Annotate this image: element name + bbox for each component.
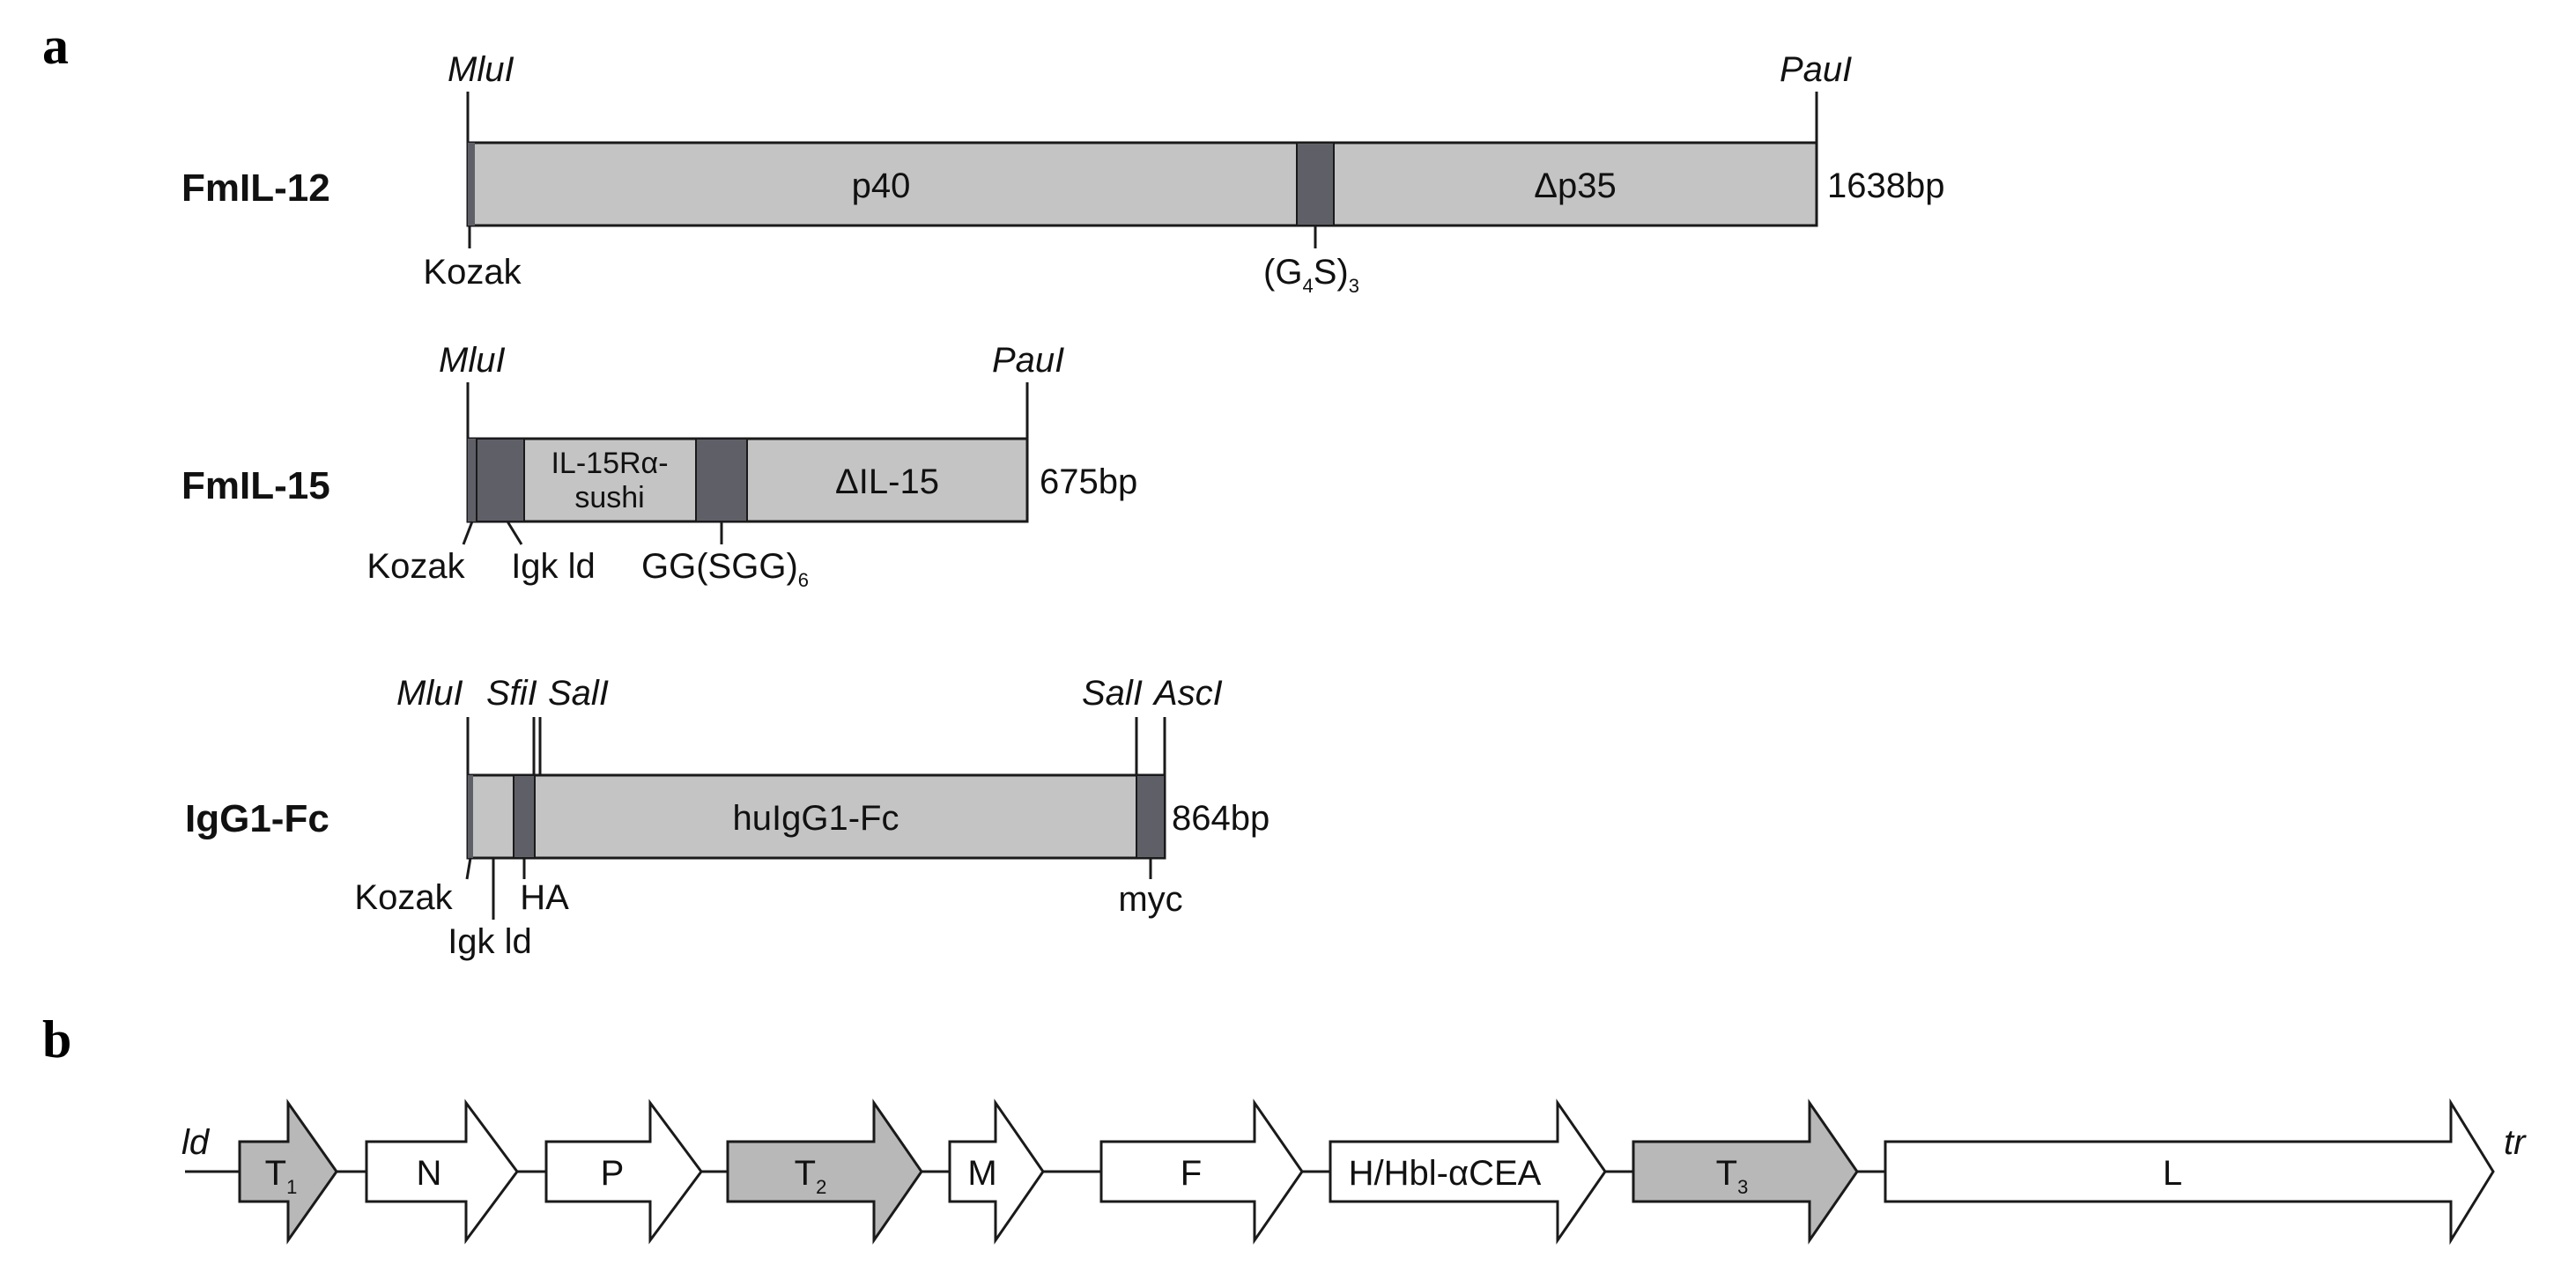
gene-label-n: N [417, 1154, 442, 1193]
genome-right-end: tr [2504, 1123, 2527, 1162]
igg-site-sali-right: SalI [1082, 674, 1143, 713]
fmil12-seg-p40: p40 [852, 166, 911, 205]
igg-site-sfii: SfiI [486, 674, 537, 713]
igg-bar [466, 773, 1166, 860]
gene-label-p: P [601, 1154, 625, 1193]
igg-myc-label: myc [1118, 880, 1182, 919]
gene-label-l: L [2163, 1154, 2182, 1193]
fmil12-kozak-label: Kozak [423, 253, 522, 292]
fmil12-name: FmIL-12 [181, 166, 330, 210]
fmil15-linker-label: GG(SGG)6 [641, 547, 809, 591]
construct-igg1fc: IgG1-Fc MluI SfiI SalI SalI AscI huIgG1-… [185, 674, 1269, 961]
igg-kozak-seg [468, 775, 473, 858]
construct-fmil12: FmIL-12 MluI PauI p40 Δp35 1638bp Kozak … [181, 50, 1944, 297]
gene-arrow-t3 [1632, 1098, 1859, 1245]
igg-myc-seg [1136, 774, 1166, 859]
fmil12-site-mlui: MluI [448, 50, 514, 89]
gene-arrow-f [1099, 1098, 1304, 1245]
fmil15-seg-il15: ΔIL-15 [835, 462, 939, 501]
fmil15-igk-label: Igk ld [511, 547, 596, 586]
fmil15-kozak-seg [468, 439, 477, 521]
igg-site-sali-left: SalI [548, 674, 609, 713]
fmil15-kozak-label: Kozak [366, 547, 465, 586]
fmil15-seg-sushi-line1: IL-15Rα- [551, 447, 668, 480]
fmil15-igk-seg [476, 438, 525, 522]
fmil15-site-mlui: MluI [439, 341, 506, 380]
fmil12-kozak-seg [468, 143, 475, 226]
gene-arrow-h [1329, 1098, 1607, 1245]
panel-b-letter: b [42, 1010, 71, 1069]
fmil15-site-paui: PauI [992, 341, 1064, 380]
fmil15-kozak-tick [462, 521, 474, 545]
panel-a-letter: a [42, 17, 69, 75]
gene-arrow-m [948, 1098, 1045, 1245]
igg-seg-fc: huIgG1-Fc [733, 799, 899, 838]
fmil15-linker-seg [695, 438, 748, 522]
gene-label-t2: T2 [795, 1154, 827, 1198]
fmil15-size: 675bp [1040, 462, 1137, 501]
gene-arrow-n [365, 1098, 519, 1245]
igg-ha-seg [513, 774, 536, 859]
fmil15-seg-sushi-line2: sushi [574, 481, 644, 514]
igg-size: 864bp [1172, 799, 1269, 838]
fmil12-site-paui: PauI [1780, 50, 1852, 89]
genome-left-end: ld [181, 1123, 211, 1162]
igg-site-asci: AscI [1152, 674, 1223, 713]
fmil12-size: 1638bp [1827, 166, 1944, 205]
fmil12-linker-seg [1296, 142, 1335, 226]
igg-site-mlui: MluI [396, 674, 463, 713]
gene-label-t3: T3 [1716, 1154, 1749, 1198]
gene-arrow-l [1884, 1098, 2495, 1246]
fmil12-linker-label: (G4S)3 [1263, 253, 1359, 297]
gene-arrow-t1 [238, 1098, 338, 1245]
fmil12-seg-p35: Δp35 [1534, 166, 1616, 205]
gene-arrow-p [544, 1098, 703, 1245]
fmil15-name: FmIL-15 [181, 464, 330, 507]
gene-label-m: M [967, 1154, 996, 1193]
igg-name: IgG1-Fc [185, 797, 329, 840]
igg-kozak-tick [465, 857, 472, 880]
gene-label-h: H/Hbl-αCEA [1349, 1154, 1542, 1193]
gene-label-t1: T1 [265, 1154, 298, 1198]
gene-label-f: F [1181, 1154, 1202, 1193]
fmil15-igk-tick [506, 521, 523, 545]
igg-igk-label: Igk ld [448, 922, 532, 961]
construct-fmil15: FmIL-15 MluI PauI IL-15Rα- sushi ΔIL-15 … [181, 341, 1137, 591]
igg-ha-label: HA [520, 878, 569, 917]
genome-map: ld tr T1 N P T2 M F H/Hbl-αCEA T3 L [181, 1098, 2527, 1246]
gene-arrow-t2 [726, 1098, 923, 1245]
igg-kozak-label: Kozak [354, 878, 453, 917]
